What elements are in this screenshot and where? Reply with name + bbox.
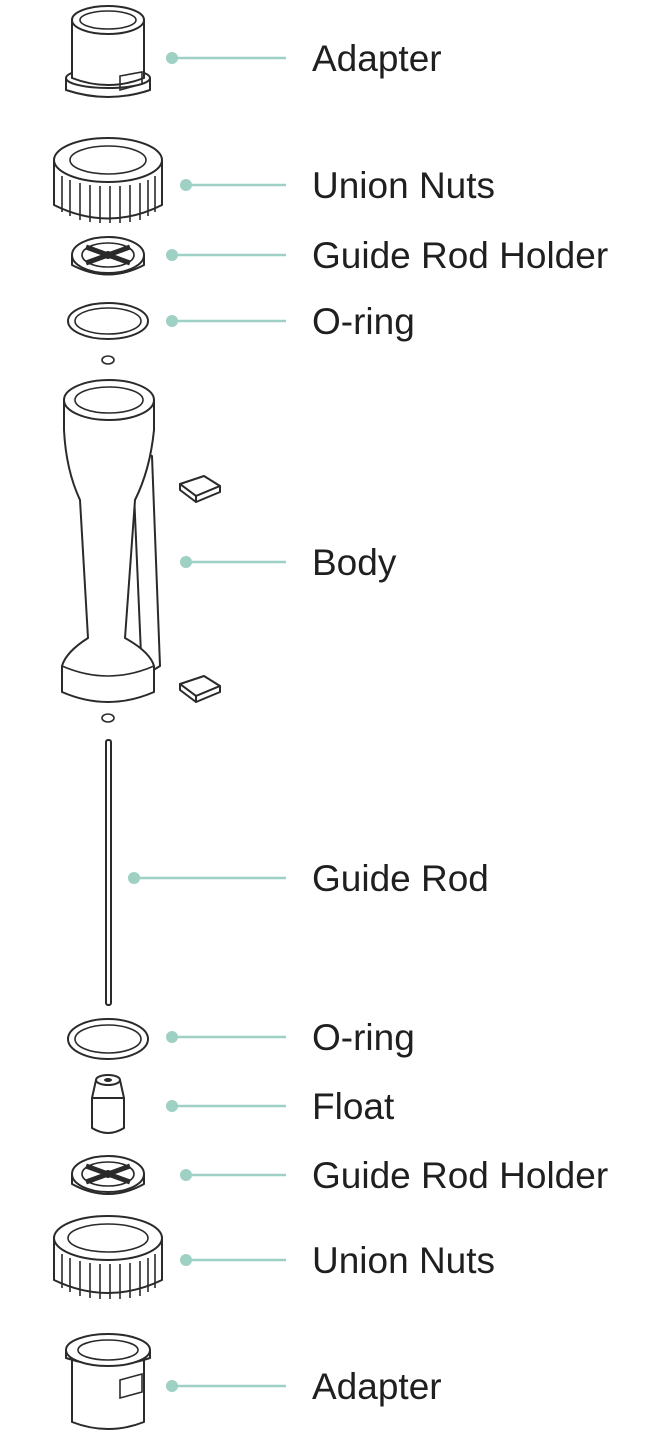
- callout-label: Guide Rod Holder: [312, 1155, 608, 1196]
- union-nuts-bottom-icon: [53, 1215, 163, 1299]
- adapter-bottom-icon: [65, 1333, 151, 1430]
- screw-icon: [179, 475, 221, 503]
- callout-adapter-top: Adapter: [166, 38, 442, 79]
- guide-rod-holder-bottom-icon: [71, 1155, 145, 1195]
- body-icon: [61, 379, 161, 703]
- callout-union-nuts-top: Union Nuts: [180, 165, 495, 206]
- callout-body: Body: [180, 542, 397, 583]
- leader-dot: [166, 52, 178, 64]
- leader-dot: [166, 1380, 178, 1392]
- union-nuts-top-icon: [53, 137, 163, 223]
- callout-label: Guide Rod Holder: [312, 235, 608, 276]
- callout-guide-rod: Guide Rod: [128, 858, 489, 899]
- callout-label: O-ring: [312, 1017, 415, 1058]
- leader-dot: [180, 1254, 192, 1266]
- washer-icon: [101, 355, 115, 365]
- o-ring-top-icon: [67, 302, 149, 340]
- callout-guide-rod-holder-bottom: Guide Rod Holder: [180, 1155, 608, 1196]
- callout-union-nuts-bottom: Union Nuts: [180, 1240, 495, 1281]
- callout-o-ring-bottom: O-ring: [166, 1017, 415, 1058]
- leader-dot: [166, 315, 178, 327]
- leader-dot: [180, 179, 192, 191]
- adapter-top-icon: [65, 5, 151, 98]
- washer-icon: [101, 713, 115, 723]
- screw-icon: [179, 675, 221, 703]
- callout-label: Union Nuts: [312, 1240, 495, 1281]
- guide-rod-icon: [105, 739, 112, 1006]
- leader-dot: [180, 1169, 192, 1181]
- callout-label: Adapter: [312, 38, 442, 79]
- o-ring-bottom-icon: [67, 1018, 149, 1060]
- callout-label: Float: [312, 1086, 395, 1127]
- leader-dot: [166, 1031, 178, 1043]
- leader-dot: [166, 249, 178, 261]
- float-icon: [91, 1074, 125, 1134]
- leader-dot: [180, 556, 192, 568]
- leader-dot: [128, 872, 140, 884]
- callout-label: Union Nuts: [312, 165, 495, 206]
- callout-label: Adapter: [312, 1366, 442, 1407]
- callout-o-ring-top: O-ring: [166, 301, 415, 342]
- callout-label: O-ring: [312, 301, 415, 342]
- callout-label: Guide Rod: [312, 858, 489, 899]
- leader-dot: [166, 1100, 178, 1112]
- callout-label: Body: [312, 542, 397, 583]
- callout-float: Float: [166, 1086, 395, 1127]
- guide-rod-holder-top-icon: [71, 236, 145, 276]
- callout-guide-rod-holder-top: Guide Rod Holder: [166, 235, 608, 276]
- callout-adapter-bottom: Adapter: [166, 1366, 442, 1407]
